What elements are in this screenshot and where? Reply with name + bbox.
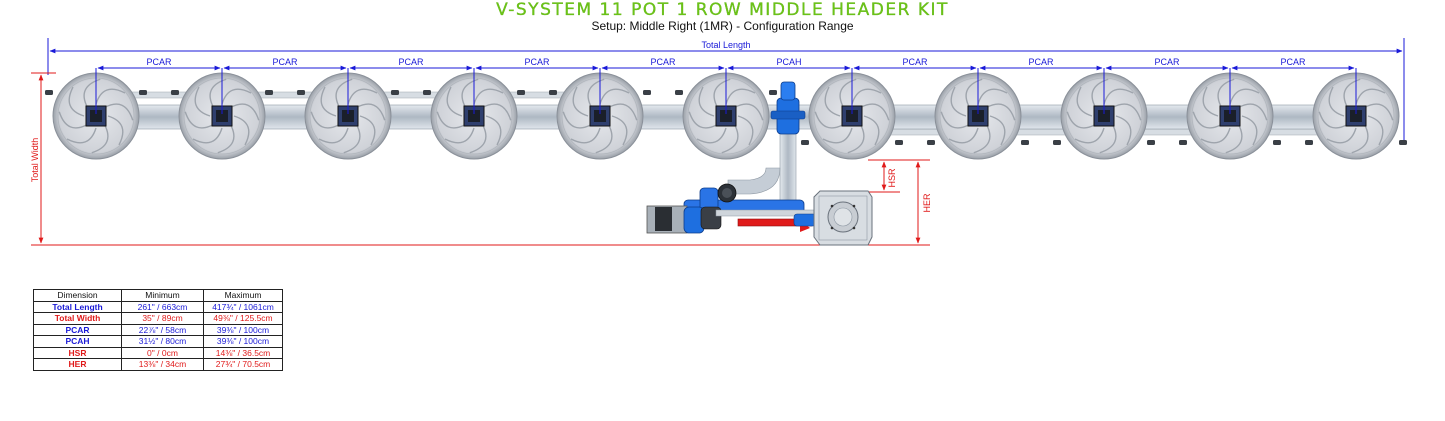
- spacing-dimension: PCAR: [979, 57, 1103, 71]
- column-header-minimum: Minimum: [121, 289, 204, 302]
- total-length-dimension: Total Length: [47, 38, 1405, 140]
- dimension-maximum: 49⅜" / 125.5cm: [203, 312, 283, 325]
- pot: [1053, 68, 1155, 160]
- spacing-label: PCAR: [1154, 57, 1180, 67]
- her-label: HER: [922, 193, 932, 213]
- her-dimension: HER: [915, 161, 932, 244]
- total-length-label: Total Length: [701, 40, 750, 50]
- spacing-dimension: PCAR: [475, 57, 599, 71]
- spacing-dimension: PCAR: [853, 57, 977, 71]
- table-row: PCAH 31½" / 80cm 39⅜" / 100cm: [33, 335, 283, 348]
- dimension-minimum: 13⅜" / 34cm: [121, 358, 204, 371]
- column-header-maximum: Maximum: [203, 289, 283, 302]
- dimension-name: HSR: [33, 346, 122, 359]
- spacing-label: PCAR: [1280, 57, 1306, 67]
- dimension-name: PCAR: [33, 323, 122, 336]
- pot: [1179, 68, 1281, 160]
- riser-pipe: [727, 127, 797, 211]
- pot: [675, 68, 777, 160]
- spacing-dimension: PCAH: [727, 57, 851, 71]
- total-width-label: Total Width: [30, 138, 40, 183]
- spacing-dimension: PCAR: [349, 57, 473, 71]
- dimension-maximum: 39⅜" / 100cm: [203, 335, 283, 348]
- dimension-name: Total Width: [33, 312, 122, 325]
- spacing-label: PCAR: [146, 57, 172, 67]
- spacing-label: PCAR: [272, 57, 298, 67]
- pot: [549, 68, 651, 160]
- pot: [801, 68, 903, 160]
- dimension-maximum: 39⅜" / 100cm: [203, 323, 283, 336]
- table-header-row: Dimension Minimum Maximum: [33, 289, 283, 302]
- dimension-name: HER: [33, 358, 122, 371]
- table-row: HER 13⅜" / 34cm 27¾" / 70.5cm: [33, 358, 283, 371]
- spacing-label: PCAR: [1028, 57, 1054, 67]
- spacing-label: PCAR: [650, 57, 676, 67]
- pot: [171, 68, 273, 160]
- pot-row: [45, 68, 1407, 160]
- dimension-minimum: 0" / 0cm: [121, 346, 204, 359]
- pot: [45, 68, 147, 160]
- spacing-label: PCAH: [776, 57, 801, 67]
- spacing-dimension: PCAR: [1231, 57, 1355, 71]
- dimension-minimum: 31½" / 80cm: [121, 335, 204, 348]
- table-row: HSR 0" / 0cm 14⅜" / 36.5cm: [33, 346, 283, 359]
- dimension-maximum: 27¾" / 70.5cm: [203, 358, 283, 371]
- page-subtitle: Setup: Middle Right (1MR) - Configuratio…: [591, 19, 854, 33]
- hsr-dimension: HSR: [868, 159, 930, 193]
- dimension-table: Dimension Minimum Maximum Total Length 2…: [33, 289, 283, 371]
- spacing-label: PCAR: [524, 57, 550, 67]
- dimension-minimum: 261" / 663cm: [121, 300, 204, 313]
- dimension-minimum: 35" / 89cm: [121, 312, 204, 325]
- pot: [927, 68, 1029, 160]
- pot: [1305, 68, 1407, 160]
- pot-spacing-dimensions: PCAR PCAR PCAR PCAR PCAR PCAH PCAR PCAR PCAR PCAR: [97, 57, 1355, 71]
- spacing-dimension: PCAR: [97, 57, 221, 71]
- dimension-maximum: 14⅜" / 36.5cm: [203, 346, 283, 359]
- table-row: PCAR 22⅞" / 58cm 39⅜" / 100cm: [33, 323, 283, 336]
- pump-assembly: [646, 183, 817, 234]
- spacing-label: PCAR: [398, 57, 424, 67]
- table-row: Total Width 35" / 89cm 49⅜" / 125.5cm: [33, 312, 283, 325]
- dimension-name: PCAH: [33, 335, 122, 348]
- column-header-dimension: Dimension: [33, 289, 122, 302]
- reservoir-tank: [813, 190, 873, 246]
- spacing-dimension: PCAR: [601, 57, 725, 71]
- pot: [423, 68, 525, 160]
- header-tee-fitting: [770, 81, 806, 135]
- spacing-label: PCAR: [902, 57, 928, 67]
- page-title: V-SYSTEM 11 POT 1 ROW MIDDLE HEADER KIT: [496, 0, 949, 20]
- hsr-label: HSR: [887, 168, 897, 188]
- table-row: Total Length 261" / 663cm 417¾" / 1061cm: [33, 300, 283, 313]
- spacing-dimension: PCAR: [223, 57, 347, 71]
- dimension-maximum: 417¾" / 1061cm: [203, 300, 283, 313]
- total-width-dimension: Total Width: [30, 72, 930, 246]
- dimension-name: Total Length: [33, 300, 122, 313]
- pot: [297, 68, 399, 160]
- dimension-minimum: 22⅞" / 58cm: [121, 323, 204, 336]
- spacing-dimension: PCAR: [1105, 57, 1229, 71]
